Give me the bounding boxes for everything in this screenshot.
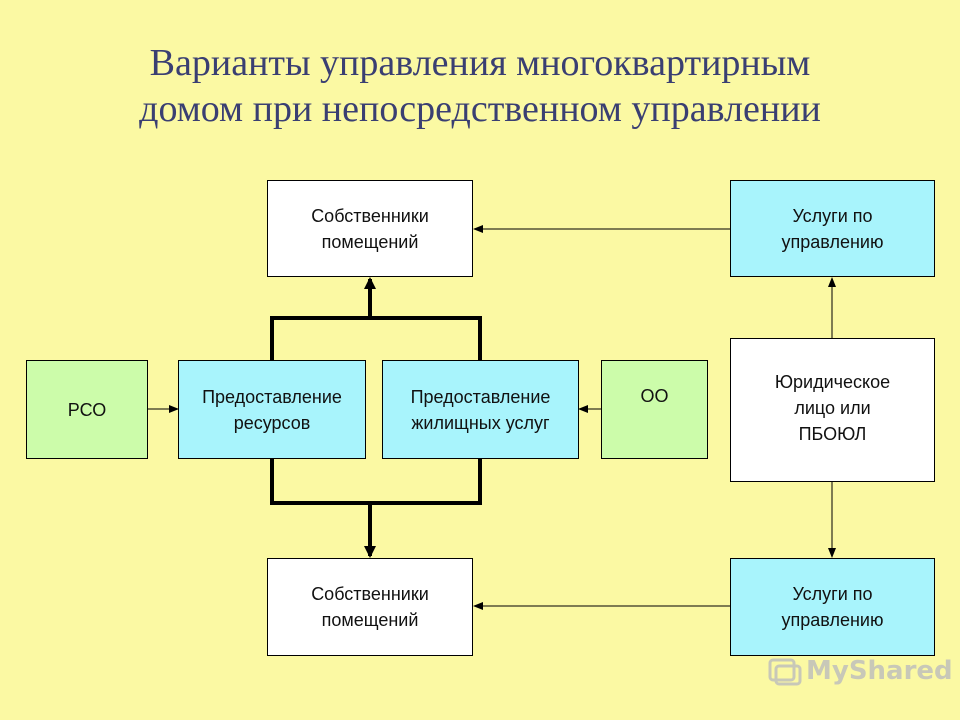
box-housing-services-provision-label: Предоставление жилищных услуг xyxy=(410,386,551,433)
box-owners-bottom-label: Собственники помещений xyxy=(311,584,429,630)
bracket-top xyxy=(270,316,482,360)
box-resource-provision: Предоставление ресурсов xyxy=(178,360,366,459)
box-rso-label: РСО xyxy=(67,399,107,420)
box-legal-entity-label: Юридическое лицо или ПБОЮЛ xyxy=(774,372,891,444)
bracket-bottom xyxy=(270,458,482,505)
box-owners-top: Собственники помещений xyxy=(267,180,473,277)
box-oo: ОО xyxy=(601,360,708,459)
box-management-services-bottom-label: Услуги по управлению xyxy=(781,584,884,630)
watermark: MyShared xyxy=(768,656,953,686)
box-owners-bottom: Собственники помещений xyxy=(267,558,473,656)
box-housing-services-provision: Предоставление жилищных услуг xyxy=(382,360,579,459)
box-management-services-top-label: Услуги по управлению xyxy=(781,205,884,252)
box-rso: РСО xyxy=(26,360,148,459)
box-owners-top-label: Собственники помещений xyxy=(311,205,429,252)
myshared-logo-icon xyxy=(768,658,802,686)
title-line-2: домом при непосредственном управлении xyxy=(139,88,821,130)
box-management-services-bottom: Услуги по управлению xyxy=(730,558,935,656)
watermark-text: MyShared xyxy=(806,656,953,686)
box-oo-label: ОО xyxy=(640,386,669,406)
page-title: Варианты управления многоквартирным домо… xyxy=(40,40,920,132)
box-resource-provision-label: Предоставление ресурсов xyxy=(202,386,342,433)
box-legal-entity: Юридическое лицо или ПБОЮЛ xyxy=(730,338,935,482)
title-line-1: Варианты управления многоквартирным xyxy=(149,42,811,84)
box-management-services-top: Услуги по управлению xyxy=(730,180,935,277)
